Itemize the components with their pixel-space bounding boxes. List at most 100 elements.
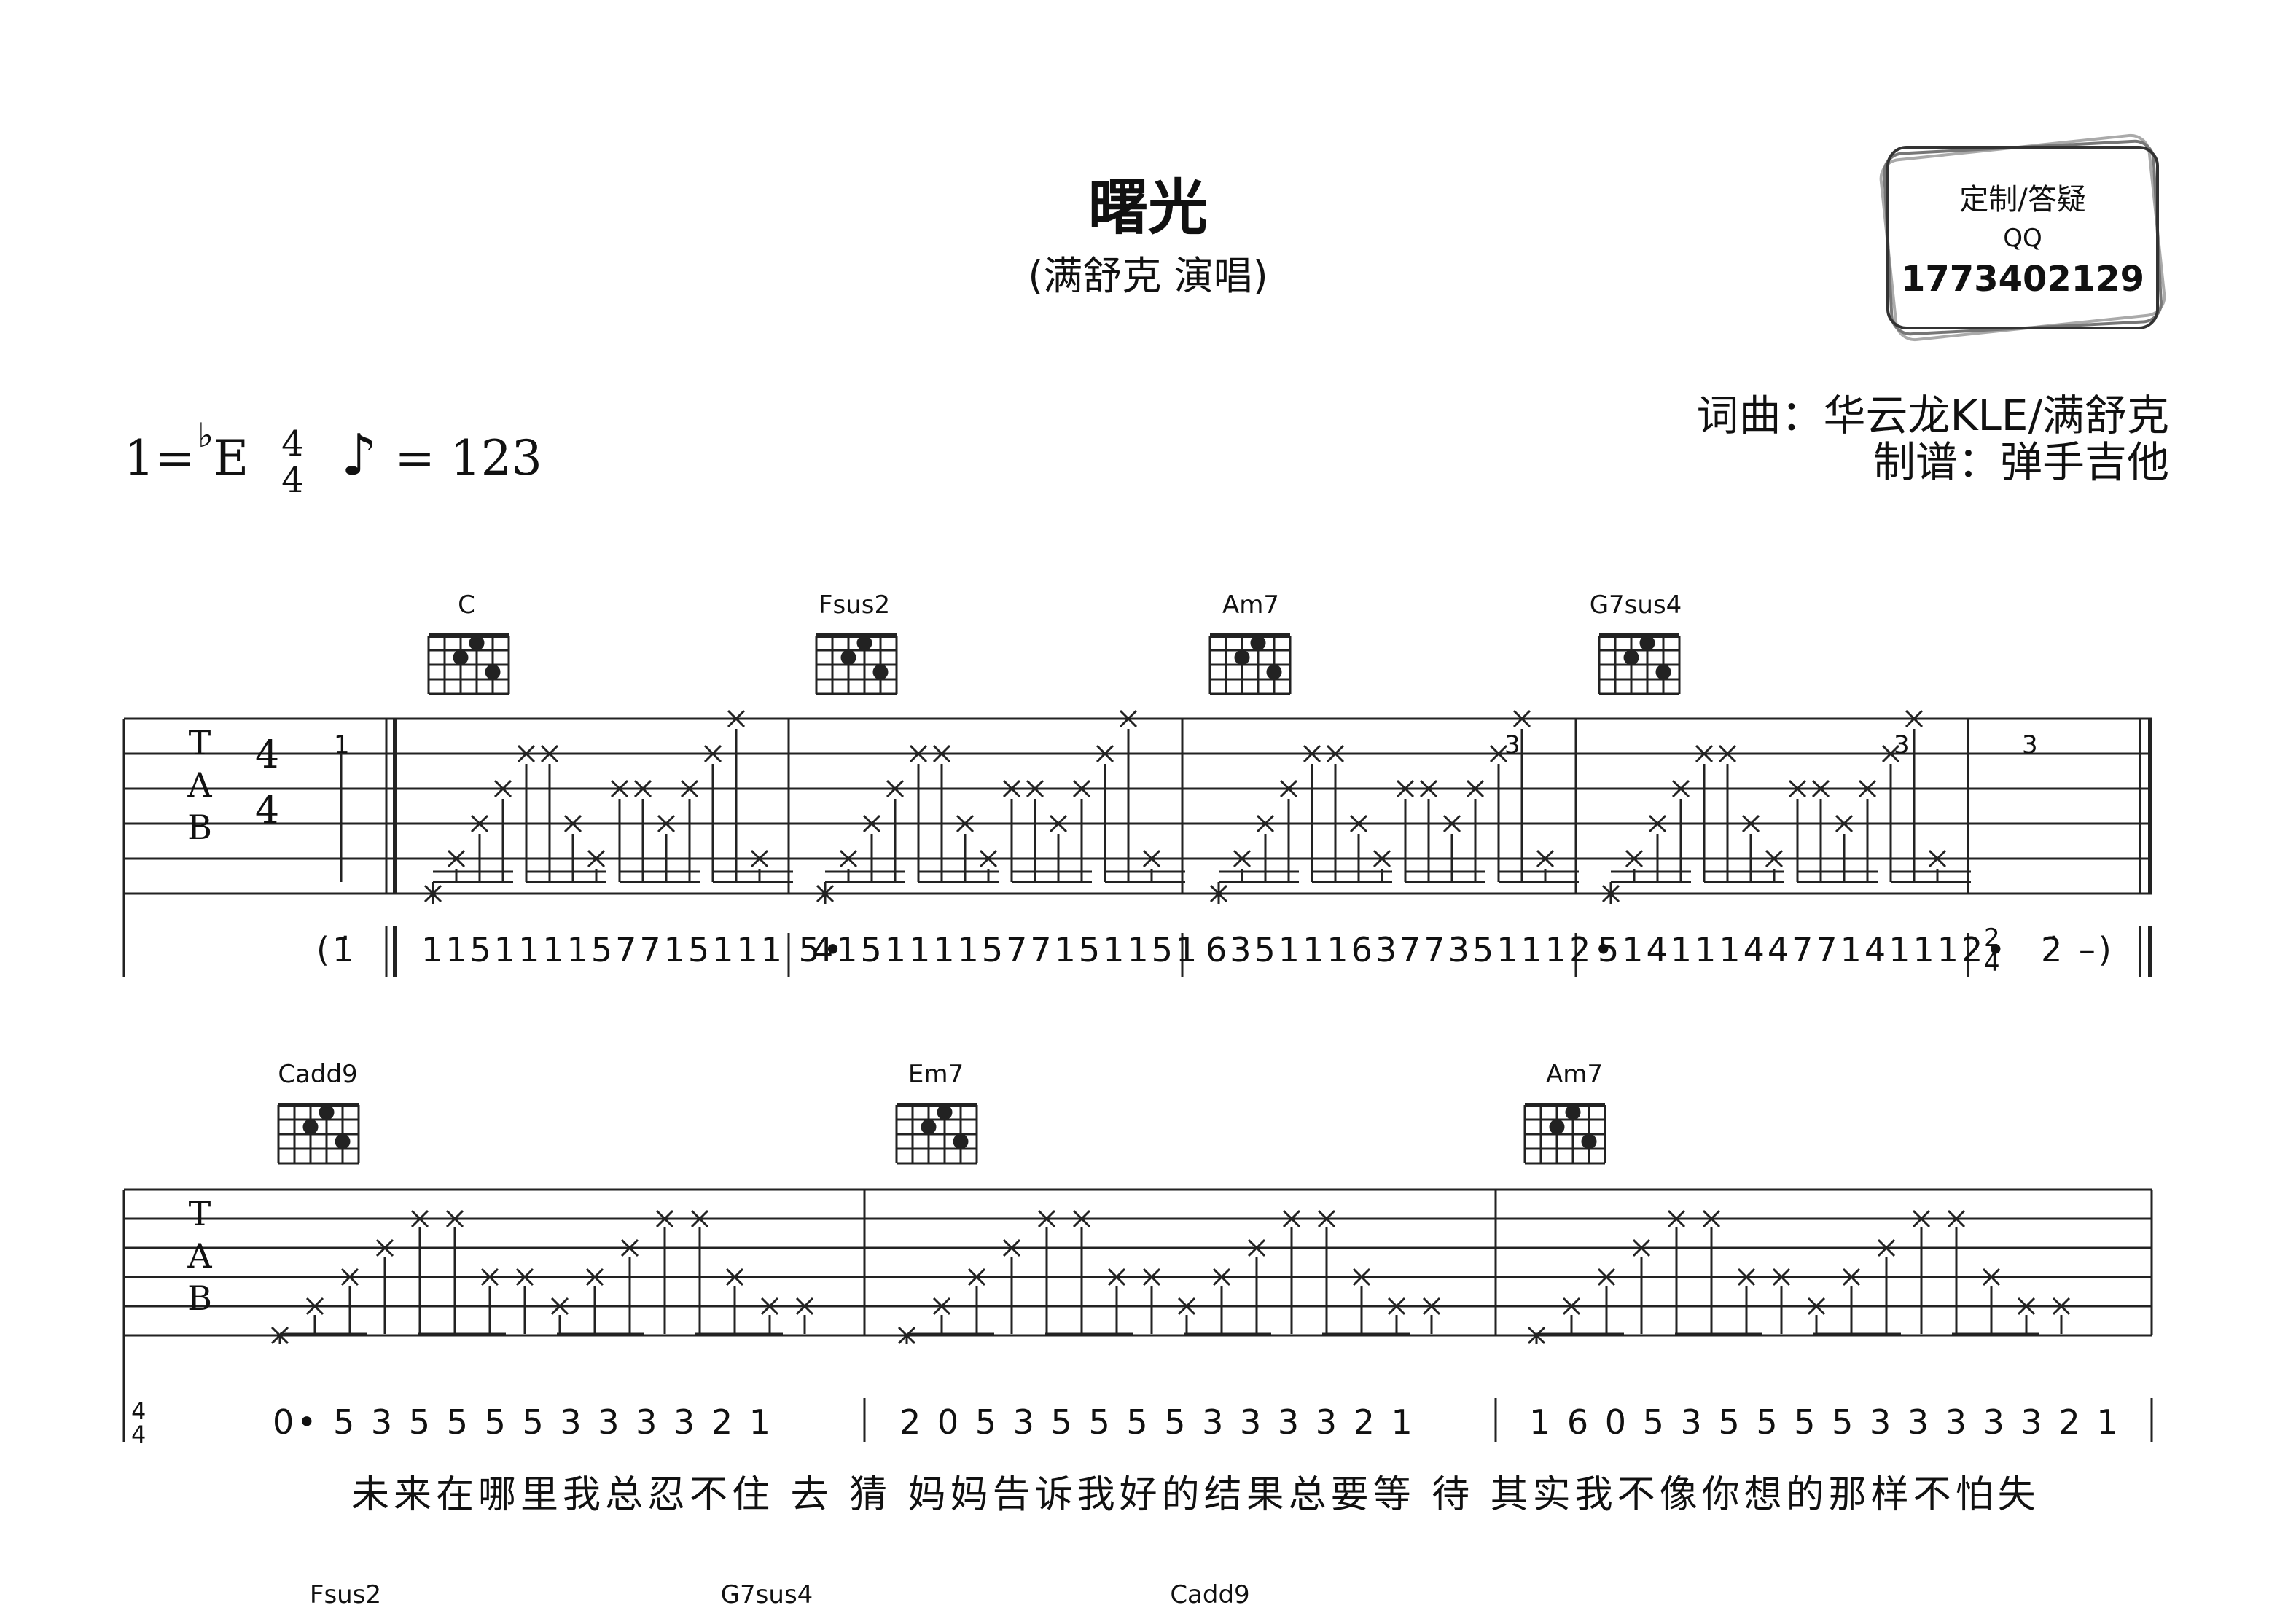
ts2-bottom: 4 <box>131 1421 147 1448</box>
barlines-2 <box>122 1190 2153 1442</box>
tab-x-mark <box>956 814 975 833</box>
x-stroke <box>909 744 928 763</box>
x-stroke <box>493 779 512 798</box>
x-stroke <box>540 744 559 763</box>
ts-top: 4 <box>281 423 304 464</box>
x-stroke <box>550 1297 569 1316</box>
diagram-dot <box>872 664 889 680</box>
x-stroke <box>1982 1268 2001 1287</box>
chord-name: Fsus2 <box>309 1580 382 1609</box>
tab-x-mark <box>1835 814 1854 833</box>
x-stroke <box>620 1238 639 1257</box>
x-stroke <box>610 779 629 798</box>
tab-x-mark <box>1648 814 1667 833</box>
tab-x-mark <box>1858 779 1877 798</box>
contact-number: 1773402129 <box>1901 259 2144 300</box>
tab-x-mark <box>1695 744 1714 763</box>
tab-x-mark <box>839 849 858 868</box>
x-stroke <box>1233 849 1252 868</box>
x-stroke <box>1667 1209 1686 1228</box>
tab-x-mark <box>1107 1268 1126 1287</box>
tab-x-mark <box>1002 779 1021 798</box>
x-stroke <box>1096 744 1114 763</box>
tab-x-mark <box>550 1297 569 1316</box>
x-stroke <box>1905 709 1924 728</box>
diagram-dot <box>1581 1133 1597 1149</box>
arranger-credit: 制谱：弹手吉他 <box>1873 437 2169 487</box>
notation-measure: 0• 5 3 5 5 5 5 3 3 3 3 2 1 <box>273 1402 774 1442</box>
chord-name: Em7 <box>907 1060 964 1089</box>
x-stroke <box>727 709 746 728</box>
x-stroke <box>1422 1297 1441 1316</box>
chord-name: G7sus4 <box>720 1580 813 1609</box>
diagram-dot <box>921 1119 937 1135</box>
tab-x-mark <box>1905 709 1924 728</box>
tab-x-mark <box>1303 744 1321 763</box>
tab-x-mark <box>1422 1297 1441 1316</box>
tab-x-mark <box>1142 849 1161 868</box>
x-stroke <box>1737 1268 1756 1287</box>
x-stroke <box>1396 779 1415 798</box>
x-stroke <box>862 814 881 833</box>
tab-ts-top: 4 <box>255 733 280 777</box>
chord-name: Cadd9 <box>278 1060 358 1089</box>
tab-b: B <box>187 808 212 847</box>
diagram-dot <box>469 635 485 651</box>
x-stroke <box>1049 814 1068 833</box>
tab-x-mark <box>1947 1209 1966 1228</box>
tab-x-mark <box>2052 1297 2071 1316</box>
x-stroke <box>1858 779 1877 798</box>
ts-change-top: 2 <box>1984 924 2000 953</box>
chord-name: G7sus4 <box>1589 590 1682 620</box>
diagram-dot <box>1250 635 1266 651</box>
tab-number: 3 <box>1894 730 1910 760</box>
x-stroke <box>1119 709 1138 728</box>
x-stroke <box>563 814 582 833</box>
rhythm-stems <box>278 729 2063 1344</box>
x-stroke <box>1352 1268 1371 1287</box>
x-stroke <box>1387 1297 1406 1316</box>
x-stroke <box>1702 1209 1721 1228</box>
tab-x-mark <box>909 744 928 763</box>
x-stroke <box>1349 814 1368 833</box>
x-stroke <box>932 1297 951 1316</box>
tab-x-mark <box>1049 814 1068 833</box>
notation-measure: 4151111577151151 <box>812 930 1200 969</box>
x-stroke <box>680 779 699 798</box>
x-stroke <box>703 744 722 763</box>
x-stroke <box>1648 814 1667 833</box>
notation-measure: 5141114477141112• <box>1598 930 2009 969</box>
tab-x-mark <box>727 709 746 728</box>
tab-number: 3 <box>2022 730 2038 760</box>
x-stroke <box>1466 779 1485 798</box>
x-stroke <box>967 1268 986 1287</box>
x-stroke <box>1177 1297 1196 1316</box>
tab-x-mark <box>620 1238 639 1257</box>
x-stroke <box>979 849 998 868</box>
tab-b: B <box>187 1278 212 1318</box>
x-stroke <box>1489 744 1508 763</box>
x-stroke <box>515 1268 534 1287</box>
x-stroke <box>1372 849 1391 868</box>
x-stroke <box>657 814 676 833</box>
tab-x-mark <box>1212 1268 1231 1287</box>
x-stroke <box>655 1209 674 1228</box>
tab-clef-2: T A B <box>185 1192 214 1319</box>
tab-x-mark <box>587 849 606 868</box>
x-stroke <box>375 1238 394 1257</box>
tab-x-mark <box>340 1268 359 1287</box>
x-stroke <box>305 1297 324 1316</box>
chord-diagram <box>1523 1103 1606 1165</box>
diagram-dot <box>453 649 469 665</box>
x-stroke <box>1912 1209 1931 1228</box>
notation-pickup: (1̇ <box>316 930 357 969</box>
tab-x-mark <box>1718 744 1737 763</box>
tab-x-mark <box>886 779 905 798</box>
tab-x-mark <box>515 1268 534 1287</box>
tab-x-mark <box>750 849 769 868</box>
x-stroke <box>470 814 489 833</box>
chord-diagram <box>1598 633 1681 695</box>
x-stroke <box>1671 779 1690 798</box>
x-stroke <box>480 1268 499 1287</box>
